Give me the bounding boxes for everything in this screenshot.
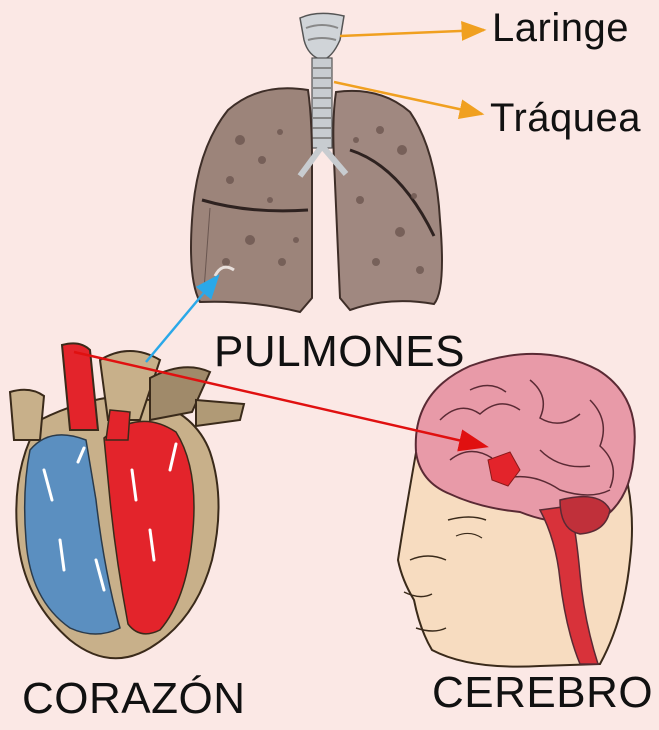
head-illustration: [398, 354, 635, 667]
heart-illustration: [10, 343, 244, 658]
pulmones-label: PULMONES: [214, 327, 465, 377]
laringe-label: Laringe: [492, 6, 629, 51]
left-lung: [191, 88, 312, 312]
cerebro-label: CEREBRO: [432, 668, 653, 718]
trachea: [312, 58, 332, 148]
lungs-illustration: [191, 13, 442, 312]
laringe-pointer-arrow: [340, 30, 484, 36]
right-lung: [333, 91, 442, 310]
corazon-label: CORAZÓN: [22, 674, 246, 724]
heart-to-lungs-arrow: [146, 276, 218, 362]
traquea-label: Tráquea: [490, 96, 641, 141]
larynx: [300, 13, 344, 60]
